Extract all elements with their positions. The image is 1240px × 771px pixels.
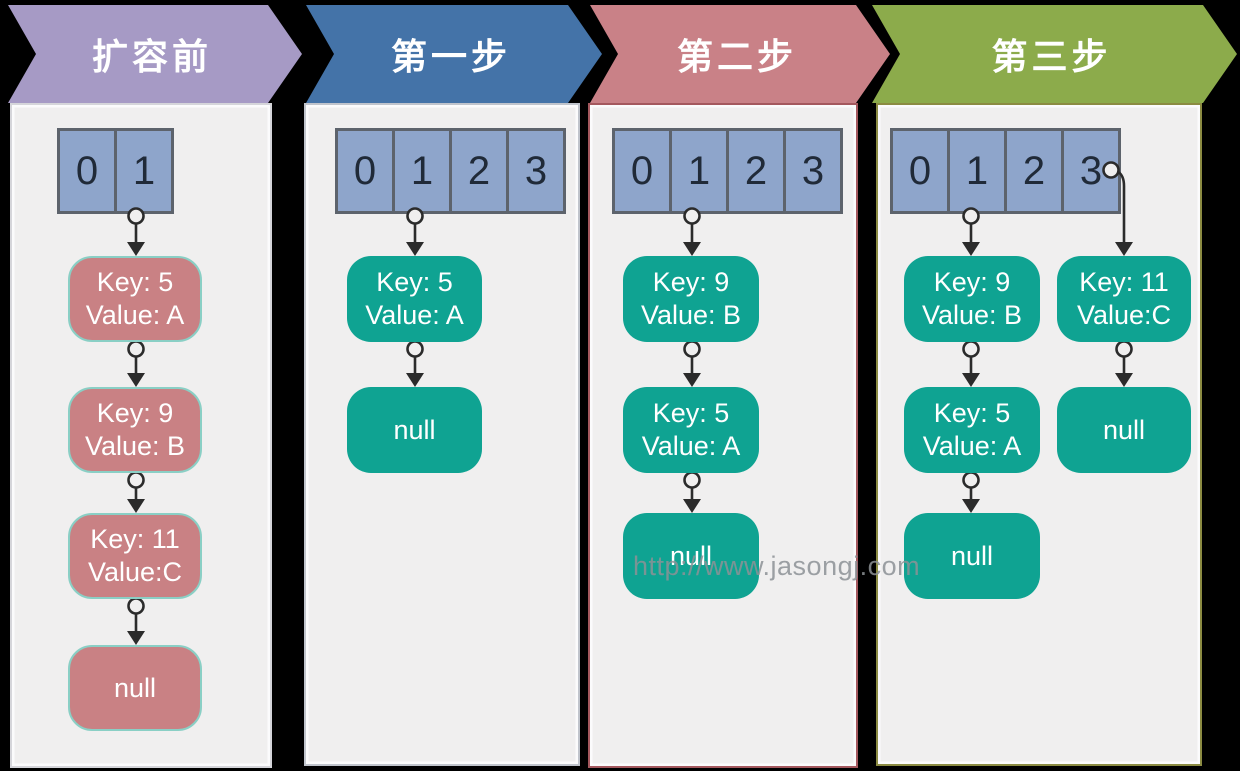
banner-before-resize: 扩容前	[8, 5, 302, 103]
bucket-array-before: 0 1	[57, 128, 174, 214]
node-value-text: Value: B	[921, 300, 1023, 330]
banner-label: 第三步	[991, 36, 1112, 77]
array-cell-0: 0	[890, 128, 950, 214]
node-key-text: Key: 11	[90, 524, 180, 554]
node-key-text: Key: 5	[933, 398, 1011, 428]
node-key5-before: Key: 5 Value: A	[68, 256, 202, 342]
cell-index: 1	[965, 148, 989, 193]
node-key-text: Key: 9	[96, 398, 174, 428]
node-null-text: null	[113, 672, 157, 703]
node-value-text: Value: A	[641, 431, 741, 461]
banner-label: 扩容前	[91, 36, 212, 77]
node-key-text: Key: 5	[652, 398, 730, 428]
array-cell-3: 3	[783, 128, 843, 214]
node-value-text: Value:C	[87, 557, 183, 587]
node-value-text: Value:C	[1076, 300, 1172, 330]
node-key5-step3: Key: 5 Value: A	[904, 387, 1040, 473]
node-key-text: Key: 11	[1079, 267, 1169, 297]
node-null-before: null	[68, 645, 202, 731]
node-null-step3-bucket3: null	[1057, 387, 1191, 473]
bucket-array-step2: 0 1 2 3	[612, 128, 843, 214]
array-cell-1: 1	[114, 128, 174, 214]
node-null-step3-bucket1: null	[904, 513, 1040, 599]
node-key9-step2: Key: 9 Value: B	[623, 256, 759, 342]
cell-index: 1	[410, 148, 434, 193]
cell-index: 0	[908, 148, 932, 193]
node-value-text: Value: B	[640, 300, 742, 330]
chain-links-step3-bucket3	[1102, 161, 1133, 387]
banner-label: 第一步	[390, 36, 511, 77]
node-key5-step1: Key: 5 Value: A	[347, 256, 482, 342]
node-key9-before: Key: 9 Value: B	[68, 387, 202, 473]
chain-links-step2	[683, 207, 701, 513]
node-value-text: Value: B	[84, 431, 186, 461]
banner-step-1: 第一步	[306, 5, 602, 103]
node-value-text: Value: A	[365, 300, 464, 330]
cell-index: 3	[801, 148, 825, 193]
node-null-step2: null	[623, 513, 759, 599]
array-cell-1: 1	[669, 128, 729, 214]
cell-index: 2	[744, 148, 768, 193]
cell-index: 2	[467, 148, 491, 193]
cell-index: 0	[75, 148, 99, 193]
banner-step-3: 第三步	[872, 5, 1237, 103]
banner-step-2: 第二步	[590, 5, 890, 103]
node-null-text: null	[1102, 414, 1146, 445]
cell-index: 1	[132, 148, 156, 193]
node-value-text: Value: A	[922, 431, 1022, 461]
cell-index: 3	[1079, 148, 1103, 193]
node-null-text: null	[393, 414, 436, 445]
node-null-text: null	[669, 540, 713, 571]
node-key-text: Key: 5	[376, 267, 453, 297]
banner-label: 第二步	[676, 36, 797, 77]
node-key9-step3: Key: 9 Value: B	[904, 256, 1040, 342]
node-key-text: Key: 9	[652, 267, 730, 297]
node-key-text: Key: 5	[96, 267, 174, 297]
node-value-text: Value: A	[85, 300, 185, 330]
chain-links-step1	[406, 207, 424, 387]
node-key11-before: Key: 11 Value:C	[68, 513, 202, 599]
cell-index: 0	[353, 148, 377, 193]
cell-index: 3	[524, 148, 548, 193]
node-key11-step3: Key: 11 Value:C	[1057, 256, 1191, 342]
cell-index: 0	[630, 148, 654, 193]
array-cell-3: 3	[506, 128, 566, 214]
node-key-text: Key: 9	[933, 267, 1011, 297]
bucket-array-step1: 0 1 2 3	[335, 128, 566, 214]
watermark-url: http://www.jasongj.com	[633, 551, 921, 581]
node-null-text: null	[950, 540, 994, 571]
cell-index: 2	[1022, 148, 1046, 193]
node-null-step1: null	[347, 387, 482, 473]
cell-index: 1	[687, 148, 711, 193]
array-cell-0: 0	[612, 128, 672, 214]
array-cell-2: 2	[1004, 128, 1064, 214]
bucket-array-step3: 0 1 2 3	[890, 128, 1121, 214]
node-key5-step2: Key: 5 Value: A	[623, 387, 759, 473]
